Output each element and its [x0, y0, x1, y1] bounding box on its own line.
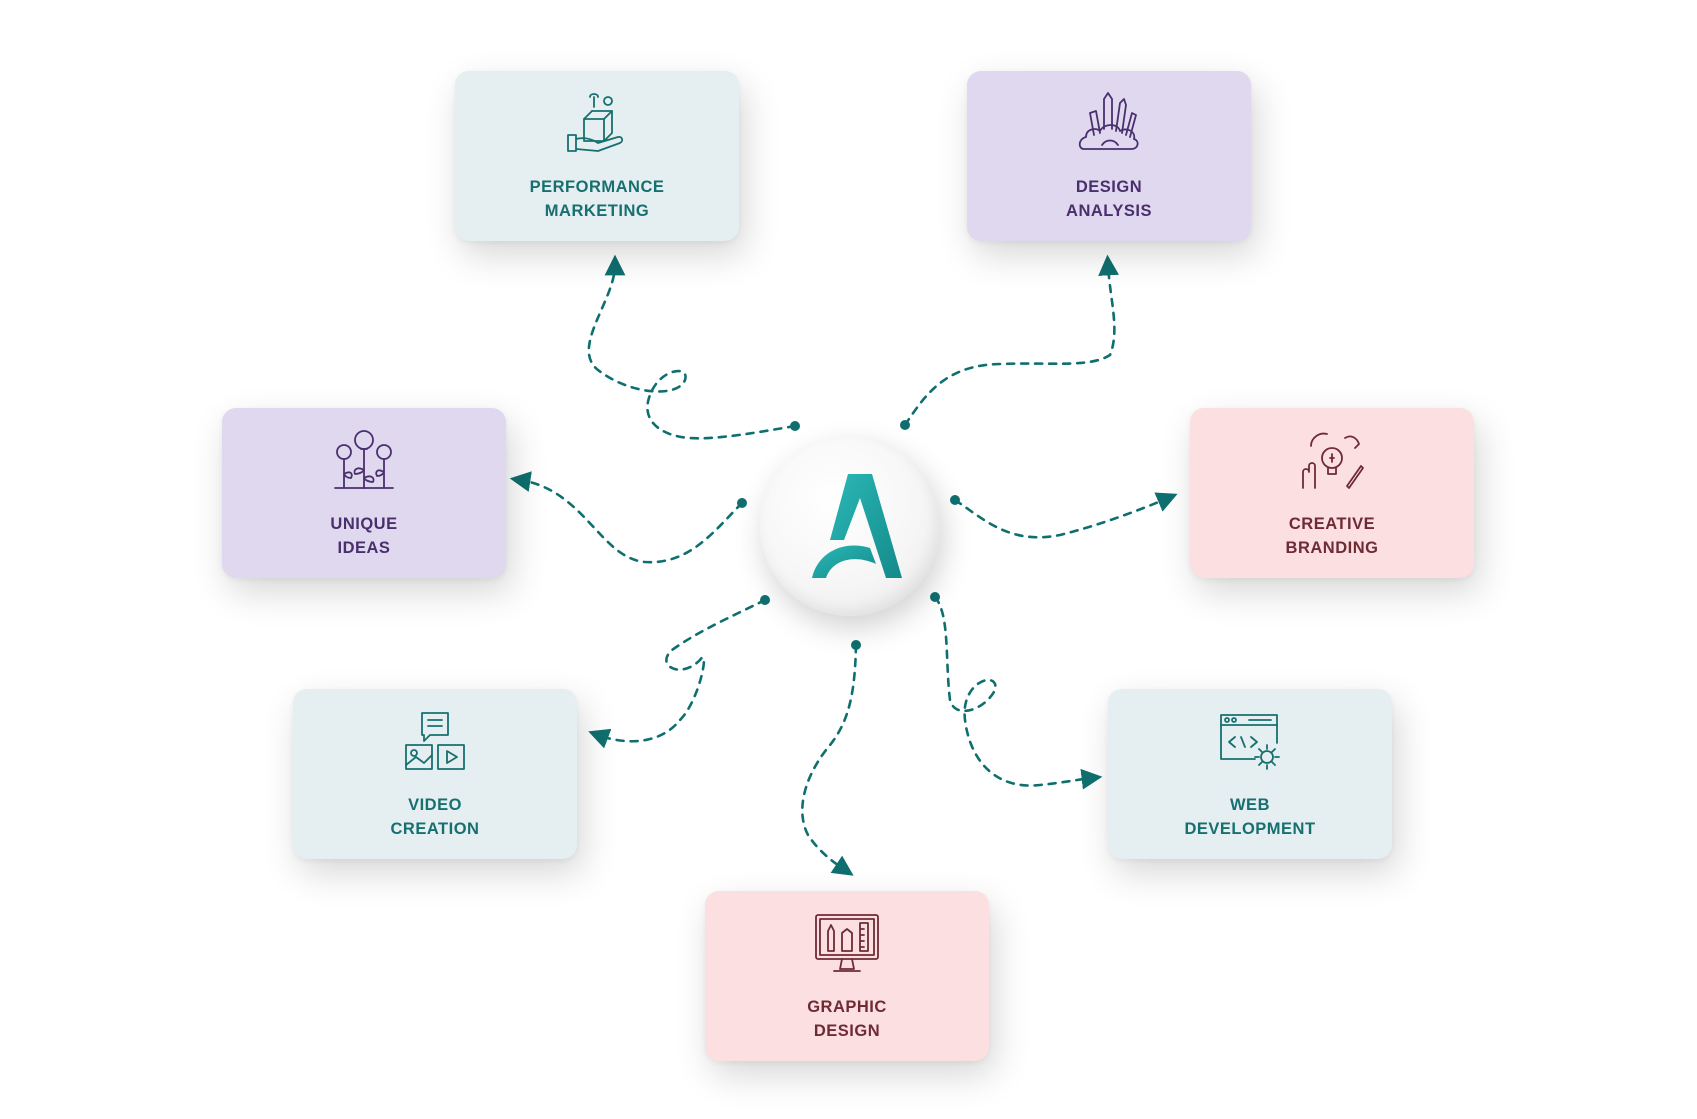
- card-graphic-design[interactable]: GRAPHIC DESIGN: [705, 891, 989, 1061]
- service-label: UNIQUE IDEAS: [330, 515, 398, 557]
- service-label: GRAPHIC DESIGN: [807, 998, 887, 1040]
- service-label: WEB DEVELOPMENT: [1184, 796, 1316, 838]
- service-label: VIDEO CREATION: [390, 796, 480, 838]
- connector-dot: [900, 420, 910, 430]
- connector-performance-marketing: [587, 254, 797, 440]
- central-logo-hub: [760, 436, 940, 616]
- connector-dot: [760, 595, 770, 605]
- connector-design-analysis: [903, 254, 1119, 427]
- connector-dot: [851, 640, 861, 650]
- connector-unique-ideas: [509, 471, 744, 564]
- card-design-analysis[interactable]: DESIGN ANALYSIS: [967, 71, 1251, 241]
- connector-creative-branding: [953, 492, 1178, 539]
- box-tools-hand-icon: [562, 89, 632, 159]
- card-creative-branding[interactable]: CREATIVE BRANDING: [1190, 408, 1474, 578]
- connector-web-development: [933, 595, 1103, 790]
- connector-video-creation: [588, 598, 767, 749]
- connector-dot: [737, 498, 747, 508]
- connector-dot: [790, 421, 800, 431]
- service-label: PERFORMANCE MARKETING: [529, 178, 665, 220]
- card-web-development[interactable]: WEB DEVELOPMENT: [1108, 689, 1392, 859]
- connector-dot: [950, 495, 960, 505]
- service-label: DESIGN ANALYSIS: [1066, 178, 1152, 220]
- browser-code-gear-icon: [1215, 707, 1285, 777]
- monitor-design-tools-icon: [812, 909, 882, 979]
- card-performance-marketing[interactable]: PERFORMANCE MARKETING: [455, 71, 739, 241]
- connector-graphic-design: [801, 643, 858, 876]
- service-label: CREATIVE BRANDING: [1285, 515, 1379, 557]
- letter-a-logo: [812, 474, 902, 578]
- design-tools-cloud-icon: [1074, 89, 1144, 159]
- lightbulb-plants-icon: [329, 426, 399, 496]
- hands-lightbulb-icon: [1297, 426, 1367, 496]
- media-blocks-icon: [400, 707, 470, 777]
- connector-dot: [930, 592, 940, 602]
- card-unique-ideas[interactable]: UNIQUE IDEAS: [222, 408, 506, 578]
- card-video-creation[interactable]: VIDEO CREATION: [293, 689, 577, 859]
